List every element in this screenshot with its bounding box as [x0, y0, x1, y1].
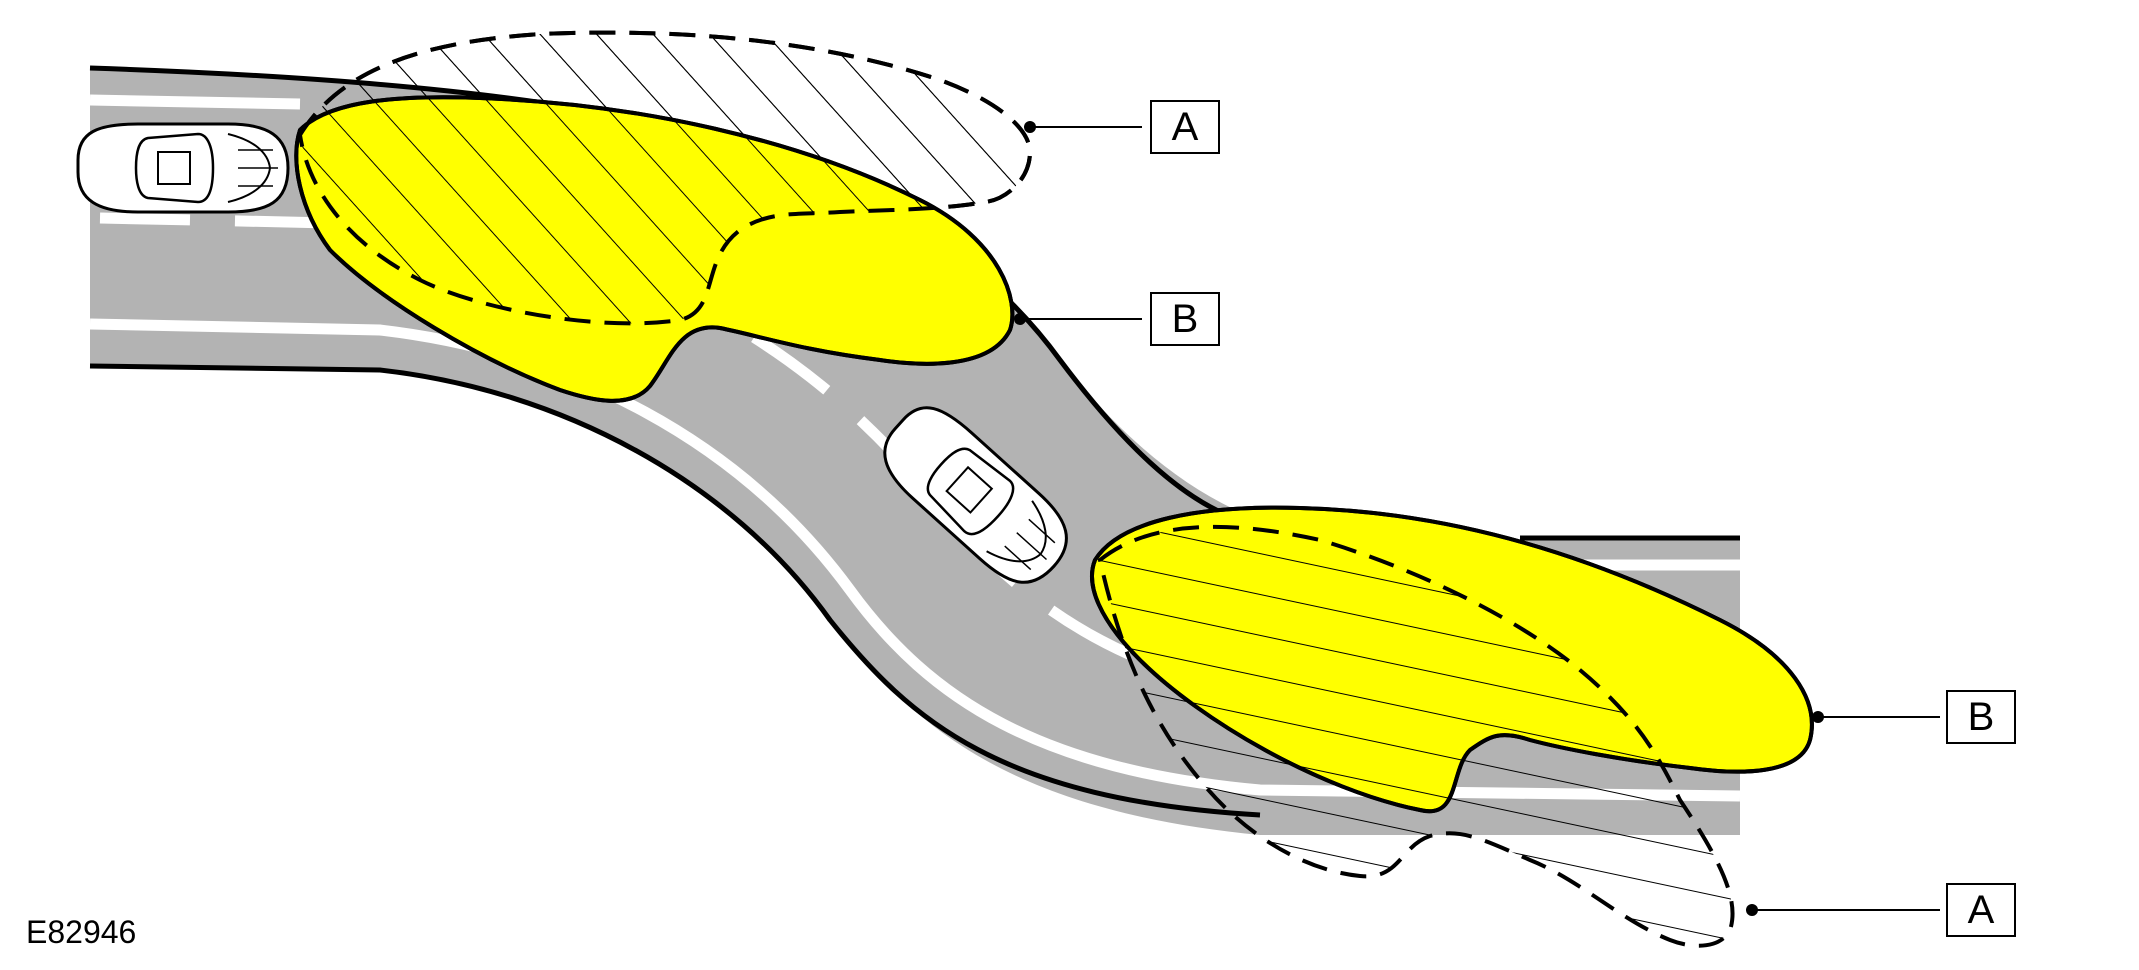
beam-pattern-b-bottom-outline [1090, 505, 1814, 814]
leader-line-top-b [1014, 313, 1142, 325]
beam-pattern-a-top-overlay [297, 30, 1033, 326]
callout-label-top-a: A [1150, 100, 1220, 154]
figure-id: E82946 [26, 914, 137, 950]
leader-line-top-a [1024, 121, 1142, 133]
lane-marking-top [89, 94, 301, 110]
callout-label-top-b: B [1150, 292, 1220, 346]
leader-line-bottom-b [1812, 711, 1940, 723]
beam-pattern-b-top-outline [294, 95, 1015, 403]
callout-label-bottom-a: A [1946, 883, 2016, 937]
callout-label-bottom-b: B [1946, 690, 2016, 744]
road-edge-lower [89, 363, 1261, 818]
leader-line-bottom-a [1746, 904, 1940, 916]
vehicle-center-icon [883, 406, 1068, 584]
vehicle-left-icon [76, 122, 290, 214]
beam-pattern-a-bottom [1097, 524, 1735, 948]
